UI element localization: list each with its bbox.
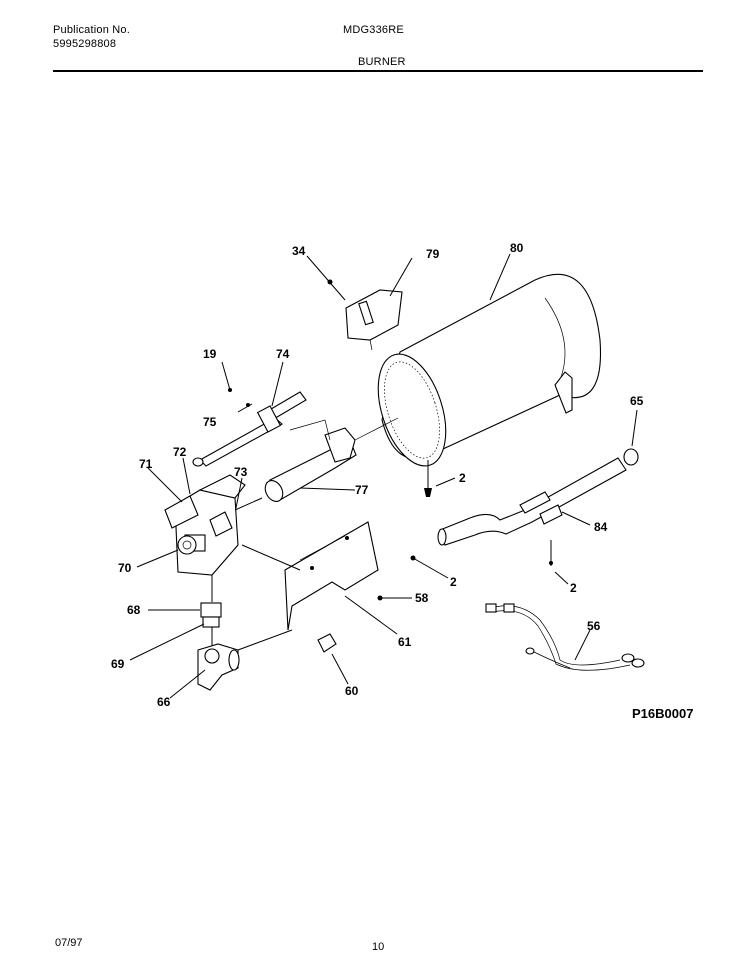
- callout-79: 79: [426, 247, 440, 261]
- callout-2-b: 2: [450, 575, 457, 589]
- callout-56: 56: [587, 619, 601, 633]
- screws: [410, 460, 569, 585]
- gas-fittings: [129, 575, 349, 699]
- model-number: MDG336RE: [343, 24, 404, 36]
- callout-2-a: 2: [459, 471, 466, 485]
- callout-19: 19: [203, 347, 217, 361]
- callout-75: 75: [203, 415, 217, 429]
- publication-label: Publication No.: [53, 24, 130, 36]
- diagram-code: P16B0007: [632, 706, 693, 721]
- callout-84: 84: [594, 520, 608, 534]
- section-title: BURNER: [358, 56, 406, 68]
- callout-71: 71: [139, 457, 153, 471]
- igniter-bracket: [306, 253, 511, 351]
- mounting-bracket: [241, 521, 412, 635]
- callout-73: 73: [234, 465, 248, 479]
- callout-65: 65: [630, 394, 644, 408]
- footer-date: 07/97: [55, 937, 83, 949]
- burner-tube: [377, 273, 602, 467]
- callout-70: 70: [118, 561, 132, 575]
- igniter: [192, 361, 307, 467]
- callout-2-c: 2: [570, 581, 577, 595]
- publication-number: 5995298808: [53, 38, 117, 50]
- gas-pipe: [437, 409, 639, 546]
- callout-72: 72: [173, 445, 187, 459]
- wire-harness: [485, 603, 645, 671]
- callout-66: 66: [157, 695, 171, 709]
- callout-58: 58: [415, 591, 429, 605]
- callout-80: 80: [510, 241, 524, 255]
- callout-74: 74: [276, 347, 290, 361]
- callout-69: 69: [111, 657, 125, 671]
- page-number: 10: [372, 941, 385, 953]
- gas-valve: [136, 457, 263, 576]
- callout-61: 61: [398, 635, 412, 649]
- callout-60: 60: [345, 684, 359, 698]
- header-rule: [53, 70, 703, 72]
- callout-77: 77: [355, 483, 369, 497]
- callout-68: 68: [127, 603, 141, 617]
- callout-34: 34: [292, 244, 306, 258]
- burner-venturi: [264, 417, 399, 502]
